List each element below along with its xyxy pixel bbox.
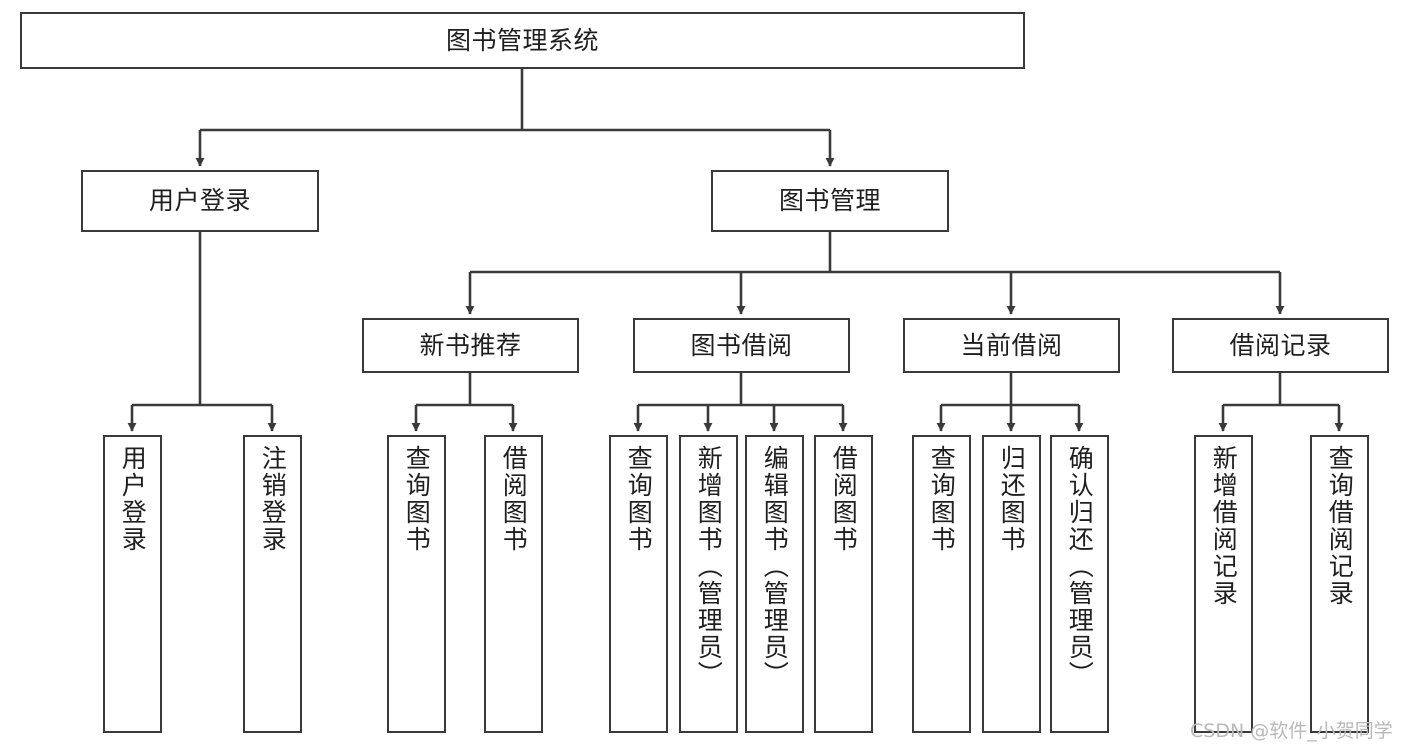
node-label: 借阅记录 xyxy=(1229,330,1332,360)
leaf-logout[interactable]: 注销登录 xyxy=(243,435,302,733)
leaf-query-book-current[interactable]: 查询图书 xyxy=(912,435,971,733)
leaf-query-borrow-record[interactable]: 查询借阅记录 xyxy=(1310,435,1369,733)
leaf-confirm-return-admin[interactable]: 确认归还（管理员） xyxy=(1050,435,1109,733)
node-label: 注销登录 xyxy=(258,445,288,553)
leaf-edit-book-admin[interactable]: 编辑图书（管理员） xyxy=(745,435,804,733)
node-label: 确认归还（管理员） xyxy=(1065,445,1095,688)
node-label: 借阅图书 xyxy=(499,445,529,553)
leaf-add-borrow-record[interactable]: 新增借阅记录 xyxy=(1194,435,1253,733)
node-label: 编辑图书（管理员） xyxy=(760,445,790,688)
node-label: 新增借阅记录 xyxy=(1209,445,1239,607)
leaf-return-book[interactable]: 归还图书 xyxy=(982,435,1041,733)
node-label: 新增图书（管理员） xyxy=(694,445,724,688)
node-label: 查询借阅记录 xyxy=(1325,445,1355,607)
node-label: 当前借阅 xyxy=(960,330,1063,360)
node-label: 查询图书 xyxy=(402,445,432,553)
node-label: 归还图书 xyxy=(997,445,1027,553)
node-label: 查询图书 xyxy=(927,445,957,553)
node-label: 用户登录 xyxy=(148,186,251,216)
leaf-query-book-borrow[interactable]: 查询图书 xyxy=(609,435,668,733)
leaf-borrow-book-recommend[interactable]: 借阅图书 xyxy=(484,435,543,733)
node-root-system[interactable]: 图书管理系统 xyxy=(20,12,1025,69)
leaf-borrow-book[interactable]: 借阅图书 xyxy=(814,435,873,733)
node-label: 图书借阅 xyxy=(690,330,793,360)
csdn-watermark: CSDN @软件_小贺同学 xyxy=(1190,720,1393,742)
node-user-login[interactable]: 用户登录 xyxy=(81,170,319,232)
node-book-management[interactable]: 图书管理 xyxy=(711,170,949,232)
node-label: 图书管理系统 xyxy=(445,25,599,55)
leaf-add-book-admin[interactable]: 新增图书（管理员） xyxy=(679,435,738,733)
node-label: 用户登录 xyxy=(118,445,148,553)
node-new-book-recommend[interactable]: 新书推荐 xyxy=(362,318,579,373)
node-label: 借阅图书 xyxy=(829,445,859,553)
node-label: 查询图书 xyxy=(624,445,654,553)
node-current-borrow[interactable]: 当前借阅 xyxy=(903,318,1120,373)
leaf-user-login[interactable]: 用户登录 xyxy=(103,435,162,733)
node-label: 图书管理 xyxy=(778,186,881,216)
node-book-borrow[interactable]: 图书借阅 xyxy=(633,318,850,373)
node-borrow-record[interactable]: 借阅记录 xyxy=(1172,318,1389,373)
leaf-query-book-recommend[interactable]: 查询图书 xyxy=(387,435,446,733)
node-label: 新书推荐 xyxy=(419,330,522,360)
